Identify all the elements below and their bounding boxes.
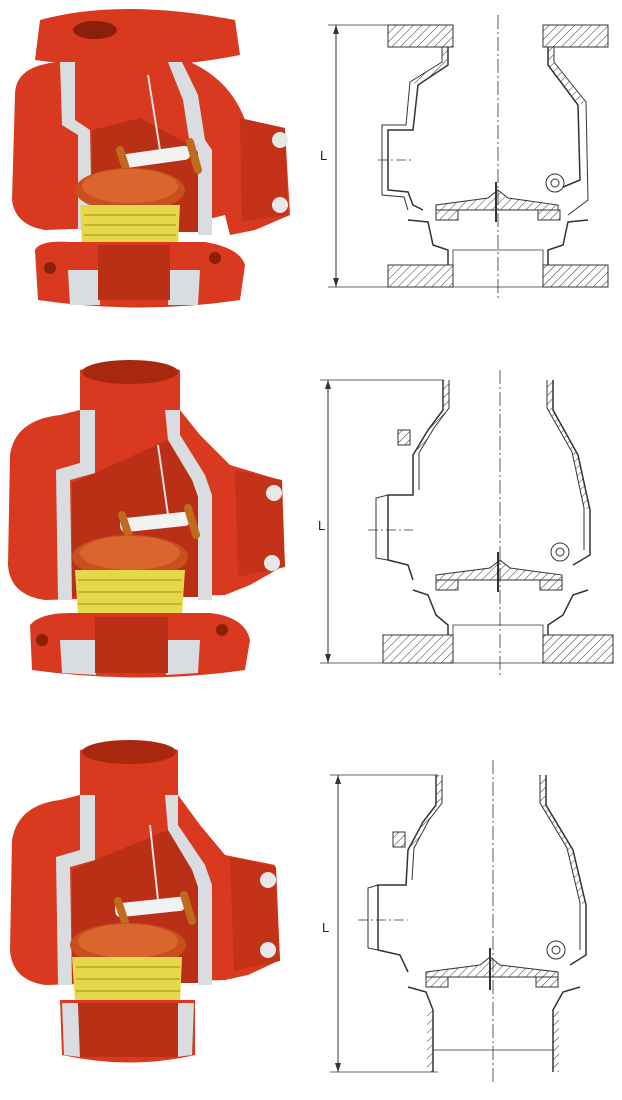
dimension-label: L [322, 920, 329, 935]
svg-text:L: L [318, 518, 325, 533]
figure-row-flanged-both: L [0, 0, 622, 330]
figure-row-grooved-both: L [0, 735, 622, 1085]
valve-section-drawing: L [320, 15, 609, 300]
valve-cutaway-illustration [10, 740, 280, 1063]
figure-row-grooved-inlet-flanged-outlet: L L [0, 355, 622, 685]
dimension-label: L [320, 148, 327, 163]
valve-section-drawing: L L [318, 370, 614, 675]
valve-cutaway-illustration [12, 9, 290, 308]
valve-section-drawing: L [322, 760, 587, 1085]
valve-cutaway-illustration [8, 360, 285, 678]
